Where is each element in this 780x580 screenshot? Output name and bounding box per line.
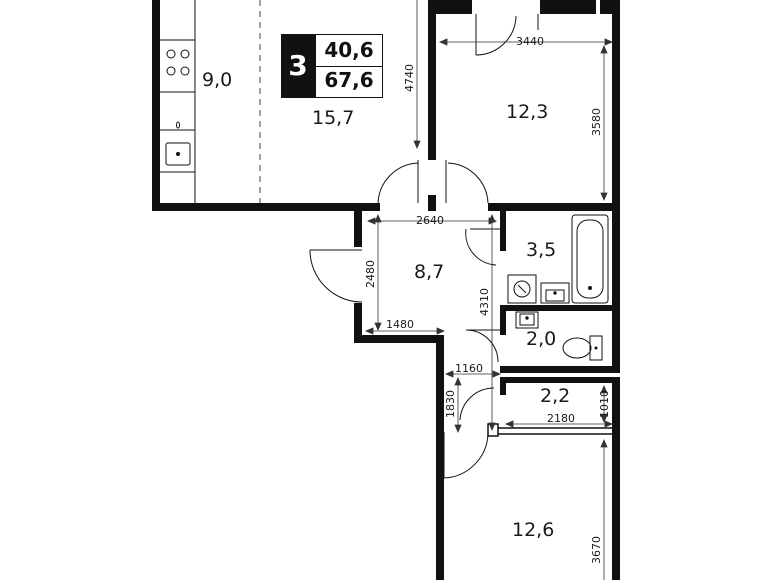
wall-kitchen-left — [152, 0, 160, 210]
wall-hall-left-top — [354, 203, 362, 247]
dimension-lines — [364, 0, 614, 580]
dim-hall-width: 2640 — [416, 214, 444, 227]
wall-bath-right — [612, 203, 620, 373]
dim-bedroom-top-width: 3440 — [516, 35, 544, 48]
dim-living-height: 4740 — [403, 64, 416, 92]
room-area-toilet: 2,0 — [526, 328, 556, 350]
dim-hall-height-right: 4310 — [478, 288, 491, 316]
apartment-badge: 3 40,6 67,6 — [281, 34, 385, 98]
wall-bedroom-top-right — [600, 0, 620, 14]
wall-closet-top — [500, 377, 620, 383]
area-box: 40,6 67,6 — [315, 34, 383, 98]
room-area-closet: 2,2 — [540, 385, 570, 407]
bathtub-icon — [571, 214, 609, 304]
toilet-icon — [562, 335, 603, 361]
kitchen-counter — [160, 0, 196, 203]
washing-machine-icon — [507, 274, 537, 304]
total-area: 67,6 — [324, 68, 374, 92]
room-area-living: 15,7 — [312, 107, 354, 129]
doors — [309, 14, 539, 479]
bath-sink-icon — [540, 282, 570, 304]
dim-corridor-width: 1160 — [455, 362, 483, 375]
closet-doors — [487, 423, 612, 437]
wall-bedroom-top-left — [428, 0, 472, 14]
rooms-count: 3 — [281, 34, 315, 98]
dim-closet-height: 1010 — [598, 390, 611, 418]
toilet-sink-icon — [515, 311, 539, 329]
wall-hall-bottom — [354, 335, 444, 343]
wall-toilet-bottom — [500, 366, 620, 373]
dim-bedroom-top-height: 3580 — [590, 108, 603, 136]
wall-bath-left — [500, 211, 506, 251]
dim-corridor-height: 1830 — [444, 390, 457, 418]
room-area-bedroom-bottom: 12,6 — [512, 519, 554, 541]
wall-corridor-left — [436, 335, 444, 580]
dim-bedroom-bottom-height: 3670 — [590, 536, 603, 564]
wall-living-bedroom-stub — [428, 195, 436, 211]
living-area: 40,6 — [324, 38, 374, 62]
wall-hall-left-bottom — [354, 303, 362, 343]
wall-living-bedroom — [428, 0, 436, 160]
wall-bedroom-bottom-right — [612, 377, 620, 580]
room-area-kitchen: 9,0 — [202, 69, 232, 91]
wall-hall-top-right — [488, 203, 620, 211]
room-area-bedroom-top: 12,3 — [506, 101, 548, 123]
walls — [152, 0, 620, 580]
kitchen-sink-icon — [165, 121, 191, 166]
wall-living-bottom — [152, 203, 380, 211]
dim-hall-niche-width: 1480 — [386, 318, 414, 331]
area-divider — [316, 66, 382, 67]
dim-closet-width: 2180 — [547, 412, 575, 425]
wall-bath-toilet — [502, 305, 620, 311]
wall-closet-left — [500, 377, 506, 395]
wall-bedroom-right — [612, 0, 620, 211]
stove-icon — [166, 49, 190, 76]
room-area-hall: 8,7 — [414, 261, 444, 283]
dim-hall-height-left: 2480 — [364, 260, 377, 288]
room-area-bathroom: 3,5 — [526, 239, 556, 261]
wall-toilet-left — [500, 305, 506, 335]
wall-bedroom-top-mid — [540, 0, 596, 14]
